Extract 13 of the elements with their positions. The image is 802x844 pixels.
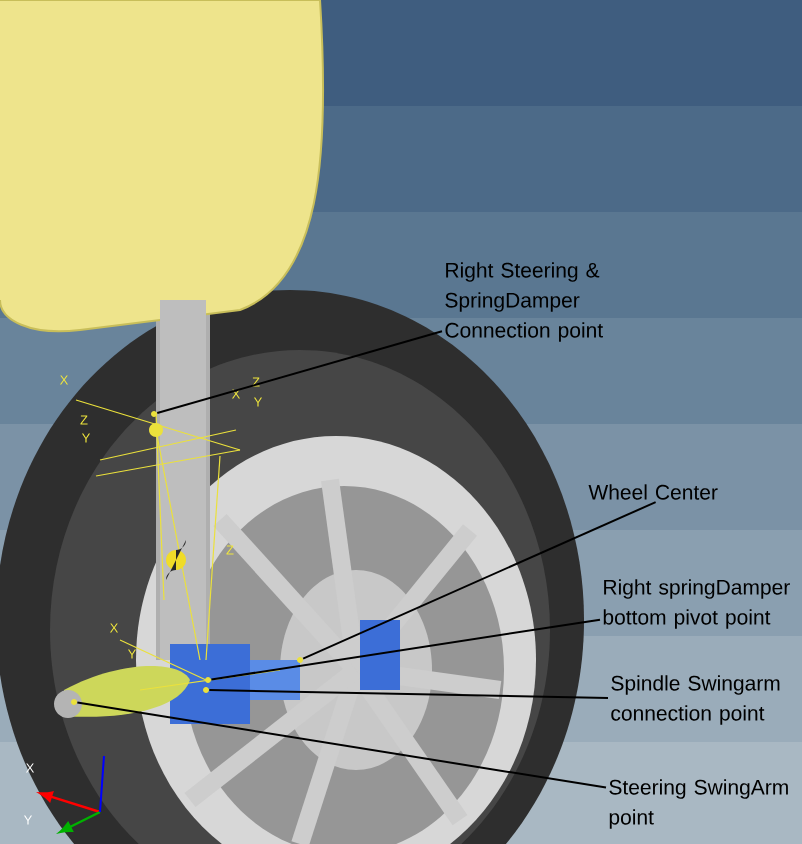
callout-label: Wheel Center [588, 484, 718, 500]
target-point [71, 699, 77, 705]
callout-label: Right springDamper bottom pivot point [603, 579, 790, 629]
target-point [203, 687, 209, 693]
target-point [151, 411, 157, 417]
callout-label: Steering SwingArm point [609, 779, 788, 829]
leader-line [208, 689, 609, 699]
callout-label: Right Steering & SpringDamper Connection point [445, 262, 603, 342]
target-point [297, 657, 303, 663]
leader-line [76, 701, 607, 789]
leader-line [302, 501, 657, 660]
callout-label: Spindle Swingarm connection point [611, 675, 780, 725]
target-point [205, 677, 211, 683]
